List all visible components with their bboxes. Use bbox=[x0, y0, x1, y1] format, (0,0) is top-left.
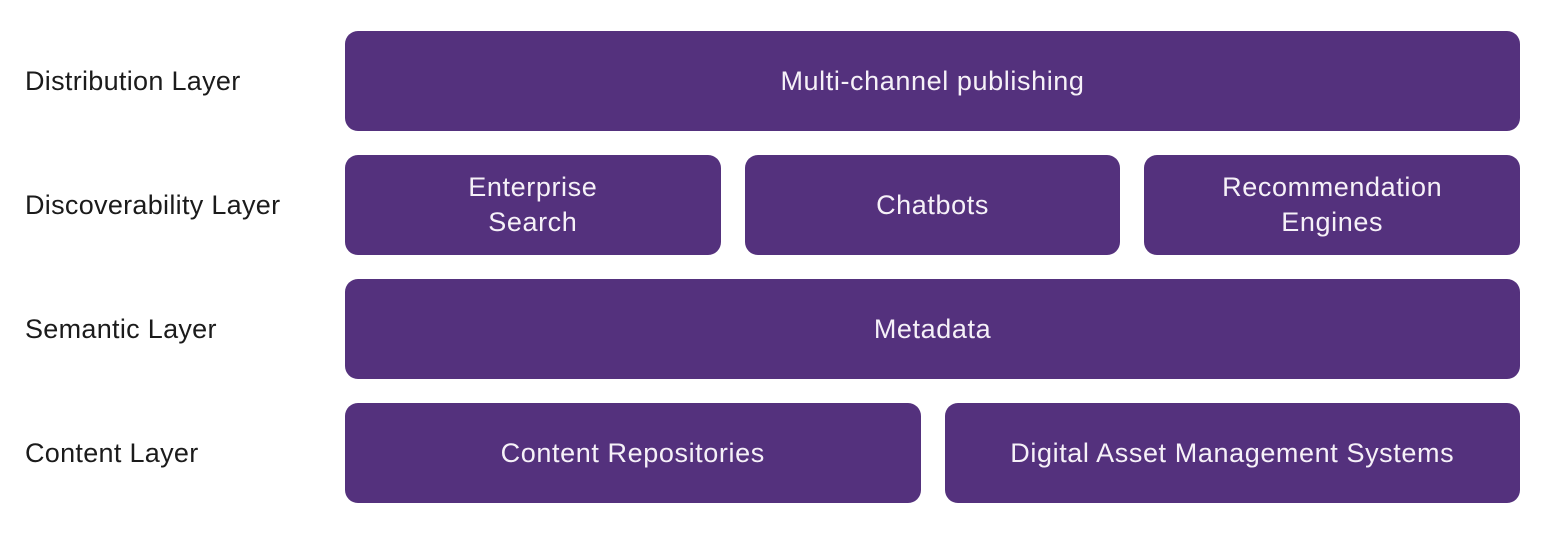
layer-boxes-discoverability: Enterprise Search Chatbots Recommendatio… bbox=[345, 155, 1521, 255]
layer-boxes-content: Content Repositories Digital Asset Manag… bbox=[345, 403, 1520, 503]
layer-boxes-semantic: Metadata bbox=[345, 279, 1520, 379]
layer-label-discoverability: Discoverability Layer bbox=[25, 189, 281, 220]
box-content-repositories: Content Repositories bbox=[345, 403, 921, 503]
box-metadata: Metadata bbox=[345, 279, 1520, 379]
layer-row-content: Content Layer Content Repositories Digit… bbox=[25, 403, 1520, 503]
box-enterprise-search: Enterprise Search bbox=[345, 155, 721, 255]
layer-boxes-distribution: Multi-channel publishing bbox=[345, 31, 1520, 131]
layer-row-semantic: Semantic Layer Metadata bbox=[25, 279, 1520, 379]
layer-label-content: Content Layer bbox=[25, 437, 199, 468]
layer-label-semantic: Semantic Layer bbox=[25, 313, 217, 344]
layer-label-distribution: Distribution Layer bbox=[25, 65, 241, 96]
layer-row-distribution: Distribution Layer Multi-channel publish… bbox=[25, 31, 1520, 131]
box-digital-asset-management-systems: Digital Asset Management Systems bbox=[944, 403, 1520, 503]
box-chatbots: Chatbots bbox=[744, 155, 1121, 255]
box-recommendation-engines: Recommendation Engines bbox=[1144, 155, 1521, 255]
layer-row-discoverability: Discoverability Layer Enterprise Search … bbox=[25, 155, 1521, 255]
box-multi-channel-publishing: Multi-channel publishing bbox=[345, 31, 1520, 131]
